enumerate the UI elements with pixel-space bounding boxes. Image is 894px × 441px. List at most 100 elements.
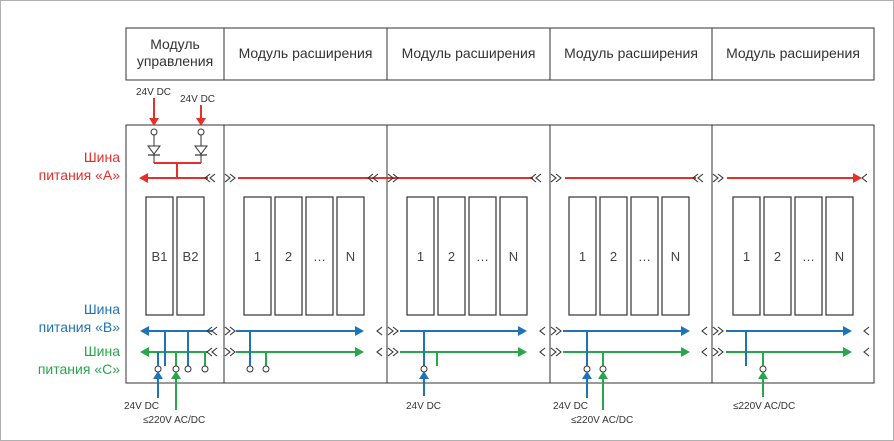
top-supply-inputs: 24V DC 24V DC [136,87,215,178]
bus-a: Шина питания «А» [39,149,862,183]
connector-chevron [392,347,399,357]
slot-b1-label: B1 [152,249,168,264]
top-supply-label-right: 24V DC [180,94,215,105]
connector-chevron [717,347,724,357]
connector-chevron [701,347,708,357]
connector-chevron [224,347,231,357]
connector-chevron [387,173,394,183]
expansion-slot [630,196,659,316]
expansion-module-title-1: Модуль расширения [239,45,373,61]
expansion-slot-label: … [638,249,651,264]
connector-chevron [863,347,870,357]
header-cell-expansion-1 [223,27,388,81]
connector-chevron [229,347,236,357]
module-header-row: Модуль управления Модуль расширения Моду… [125,27,875,81]
connector-chevron [555,347,562,357]
module3-ac-label: ≤220V AC/DC [571,415,633,426]
bus-b-label-line1: Шина [84,301,120,317]
expansion-slot-label: N [671,249,680,264]
connector-chevron [376,326,383,336]
expansion-slot-label: … [313,249,326,264]
expansion-slot [243,196,272,316]
connector-chevron [550,347,557,357]
connector-chevron [387,326,394,336]
header-cell-control [125,27,225,81]
module1-bus-taps [246,331,270,373]
expansion-slot [568,196,597,316]
connector-chevron [697,173,704,183]
connector-chevron [367,173,374,183]
connector-chevron [224,173,231,183]
connector-chevron [550,173,557,183]
connector-chevron [372,173,379,183]
expansion-slot [468,196,497,316]
module3-bus-taps: 24V DC ≤220V AC/DC [553,331,633,426]
expansion-slot-label: 2 [285,249,292,264]
connector-chevron [550,326,557,336]
slot-b2-label: B2 [183,249,199,264]
connector-chevron [204,173,211,183]
expansion-slot [763,196,792,316]
connector-chevron [392,326,399,336]
header-cell-expansion-4 [711,27,875,81]
expansion-slot [599,196,628,316]
expansion-slot-label: … [476,249,489,264]
bus-c-label-line1: Шина [84,343,120,359]
module2-dc-label: 24V DC [406,401,441,412]
expansion-slot-label: 2 [448,249,455,264]
connector-chevron [206,347,213,357]
bus-a-label-line2: питания «А» [39,167,121,183]
connector-chevron [717,326,724,336]
expansion-slot-label: 2 [774,249,781,264]
bus-b: Шина питания «В» [39,301,852,336]
expansion-module-body-4 [711,124,875,384]
connector-chevron [387,347,394,357]
expansion-module-title-3: Модуль расширения [564,45,698,61]
bus-b-label-line2: питания «В» [39,319,121,335]
expansion-module-title-4: Модуль расширения [726,45,860,61]
connector-chevron [224,326,231,336]
connector-chevron [376,347,383,357]
control-ac-label: ≤220V AC/DC [143,415,205,426]
expansion-slot [661,196,690,316]
expansion-slot-label: 2 [610,249,617,264]
control-dc-label: 24V DC [124,401,159,412]
connector-chevron [530,173,537,183]
connector-chevron [229,326,236,336]
bus-c: Шина питания «С» [38,343,852,377]
connector-chevron [229,173,236,183]
connector-chevron [861,173,868,183]
expansion-slot [499,196,528,316]
expansion-slot [305,196,334,316]
connector-chevron [701,326,708,336]
control-module-title-line2: управления [137,53,213,69]
expansion-slot [732,196,761,316]
top-supply-label-left: 24V DC [136,87,171,98]
expansion-slot-label: 1 [254,249,261,264]
control-module-title-line1: Модуль [150,36,200,52]
connector-chevron [717,173,724,183]
connector-chevron [555,173,562,183]
expansion-slot-label: N [346,249,355,264]
connector-chevron [555,326,562,336]
connector-chevron [535,173,542,183]
expansion-slot [336,196,365,316]
expansion-slot-label: 1 [743,249,750,264]
module2-bus-taps: 24V DC [406,331,441,412]
expansion-slot [794,196,823,316]
connector-chevron [211,326,218,336]
expansion-slot-label: N [509,249,518,264]
diode-icon [194,145,208,155]
bus-connectors [204,173,870,357]
expansion-slot-label: … [802,249,815,264]
connector-chevron [211,347,218,357]
control-slots: B1 B2 [145,196,205,316]
connector-chevron [692,173,699,183]
control-bus-taps: 24V DC ≤220V AC/DC [124,331,209,426]
module4-bus-taps: ≤220V AC/DC [733,331,795,412]
expansion-slot [437,196,466,316]
slot-b1 [145,196,174,316]
expansion-slot-label: N [835,249,844,264]
